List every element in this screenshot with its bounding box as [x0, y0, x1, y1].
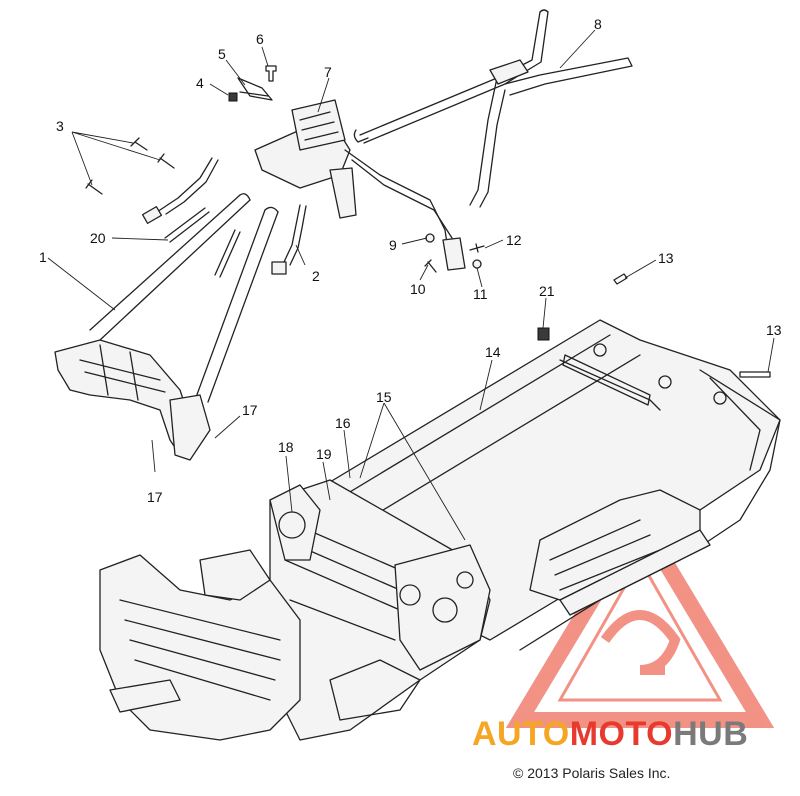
watermark-moto: MOTO — [570, 715, 673, 753]
callout-16: 16 — [335, 415, 351, 431]
part-10-bolt — [424, 259, 437, 273]
part-3-bolts — [85, 137, 175, 195]
part-13-bolt-right — [739, 371, 771, 378]
callout-17-lower: 17 — [147, 489, 163, 505]
part-8-steering-support — [353, 9, 633, 208]
watermark-auto: AUTO — [472, 715, 570, 753]
part-harness-upper — [141, 157, 219, 224]
callout-6: 6 — [256, 31, 264, 47]
callout-17-right: 17 — [242, 402, 258, 418]
watermark-logo: AUTOMOTOHUB — [472, 715, 748, 753]
callout-13-upper: 13 — [658, 250, 674, 266]
callout-13-right: 13 — [766, 322, 782, 338]
callout-1: 1 — [39, 249, 47, 265]
part-7-steering-bracket — [254, 99, 466, 271]
watermark-hub: HUB — [673, 715, 748, 753]
callout-18: 18 — [278, 439, 294, 455]
part-9-nut — [425, 233, 435, 243]
callout-15: 15 — [376, 389, 392, 405]
callout-19: 19 — [316, 446, 332, 462]
chassis-bulkhead — [99, 479, 491, 741]
callout-10: 10 — [410, 281, 426, 297]
part-1-front-frame — [54, 193, 279, 461]
svg-text:AUTOMOTOHUB: AUTOMOTOHUB — [472, 715, 748, 753]
part-20-rod — [164, 207, 210, 243]
callout-12: 12 — [506, 232, 522, 248]
callout-9: 9 — [389, 237, 397, 253]
part-12-bolt — [469, 243, 485, 253]
watermark-triangle — [505, 504, 775, 728]
callout-7: 7 — [324, 64, 332, 80]
callout-11: 11 — [473, 286, 488, 302]
part-5-clip — [237, 77, 273, 101]
callout-2: 2 — [312, 268, 320, 284]
part-6-screw — [265, 65, 277, 82]
part-13-bolt-upper — [613, 273, 628, 285]
callout-14: 14 — [485, 344, 501, 360]
callout-3: 3 — [56, 118, 64, 134]
part-11-nut — [472, 259, 482, 269]
callout-5: 5 — [218, 46, 226, 62]
callouts: 1 2 3 4 5 6 7 8 9 10 11 12 13 13 14 15 1… — [39, 16, 782, 505]
leader-lines — [47, 29, 775, 541]
callout-20: 20 — [90, 230, 106, 246]
part-2-harness — [271, 204, 307, 275]
callout-21: 21 — [539, 283, 555, 299]
callout-8: 8 — [594, 16, 602, 32]
callout-4: 4 — [196, 75, 204, 91]
copyright-text: © 2013 Polaris Sales Inc. — [513, 765, 670, 781]
part-21-clip — [537, 327, 550, 341]
part-4-nut — [228, 92, 238, 102]
